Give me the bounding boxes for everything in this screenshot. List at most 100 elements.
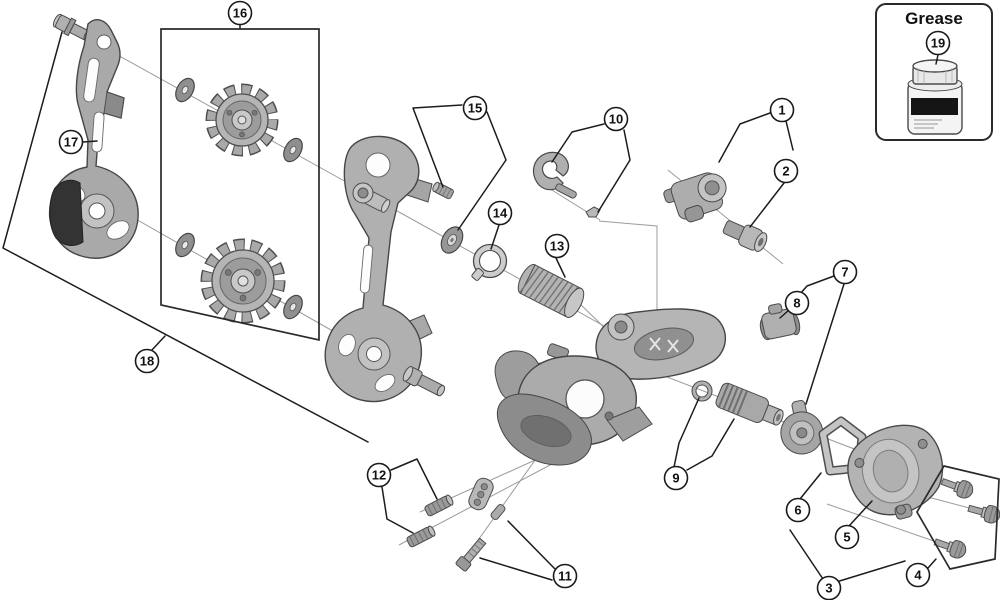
screw-set-box — [916, 465, 1000, 570]
snap-ring — [471, 243, 508, 281]
callout-18: 18 — [134, 348, 160, 374]
washer — [283, 137, 303, 163]
callout-15: 15 — [462, 95, 488, 121]
guide-pulley — [205, 83, 279, 157]
pulley-set-box — [160, 28, 320, 342]
inner-cage-plate — [324, 135, 433, 403]
callout-circle — [785, 497, 811, 523]
callout-circle — [925, 30, 951, 56]
leader-18 — [2, 31, 369, 443]
body-logo-emboss — [649, 337, 679, 353]
leader-13 — [555, 257, 566, 278]
leader-10 — [551, 123, 631, 213]
leader-5 — [848, 500, 873, 527]
cable-adjusting-barrel — [715, 382, 784, 426]
leader-step-line — [598, 220, 658, 327]
pivot-bushing-washer — [440, 226, 464, 254]
callout-circle — [366, 462, 392, 488]
cover-screw — [967, 504, 1000, 524]
cover-screw — [940, 478, 974, 499]
callout-circle — [905, 562, 931, 588]
grease-jar-icon — [907, 59, 963, 135]
callout-circle — [663, 465, 689, 491]
callout-6: 6 — [785, 497, 811, 523]
callout-circle — [773, 158, 799, 184]
switch-unit-cover — [847, 424, 944, 520]
callout-number: 4 — [914, 568, 922, 583]
callout-16: 16 — [227, 0, 253, 26]
pulley-guard — [49, 179, 84, 246]
axis-cage-pivot — [371, 196, 650, 352]
leader-15 — [412, 104, 507, 231]
grease-title: Grease — [905, 9, 963, 28]
washer — [175, 232, 195, 258]
leader-6 — [799, 472, 822, 500]
callout-circle — [769, 97, 795, 123]
washer — [175, 77, 195, 103]
callout-11: 11 — [552, 563, 578, 589]
derailleur-body — [494, 308, 726, 466]
callout-circle — [227, 0, 253, 26]
callout-circle — [552, 563, 578, 589]
leader-7 — [799, 275, 845, 405]
callout-17: 17 — [58, 129, 84, 155]
callout-number: 16 — [233, 6, 247, 21]
cable-fixing-block — [759, 303, 801, 341]
callout-number: 12 — [372, 468, 386, 483]
callout-4: 4 — [905, 562, 931, 588]
callout-1: 1 — [769, 97, 795, 123]
adjust-screw-plate — [468, 477, 494, 511]
cage-bolt-bottom — [402, 366, 446, 397]
callout-number: 18 — [140, 354, 154, 369]
leader-12 — [381, 458, 438, 534]
o-ring — [691, 380, 713, 402]
bracket-fixing-bolt — [722, 220, 768, 252]
callout-number: 8 — [793, 296, 800, 311]
leader-8 — [779, 309, 790, 319]
leader-19 — [935, 54, 939, 65]
tension-pin — [490, 504, 506, 520]
callout-8: 8 — [784, 290, 810, 316]
callout-12: 12 — [366, 462, 392, 488]
callout-number: 5 — [843, 530, 850, 545]
stroke-adjust-screw — [424, 494, 454, 517]
leader-11 — [479, 520, 556, 581]
callout-10: 10 — [603, 106, 629, 132]
leader-4 — [927, 558, 937, 569]
callout-number: 1 — [778, 103, 785, 118]
leader-17 — [82, 140, 98, 143]
callout-circle — [544, 233, 570, 259]
leader-1 — [718, 112, 794, 163]
tension-pulley — [200, 238, 286, 324]
callout-3: 3 — [816, 575, 842, 600]
callout-number: 13 — [550, 239, 564, 254]
leader-14 — [490, 224, 500, 250]
callout-number: 3 — [825, 581, 832, 596]
bracket-axle-unit — [663, 172, 727, 223]
callout-circle — [603, 106, 629, 132]
callout-circle — [58, 129, 84, 155]
callout-14: 14 — [487, 200, 513, 226]
callout-circle — [834, 524, 860, 550]
cable-clip — [585, 206, 601, 218]
callout-2: 2 — [773, 158, 799, 184]
washer — [283, 294, 303, 320]
callout-leader-lines — [2, 23, 939, 584]
callout-circle — [462, 95, 488, 121]
callout-5: 5 — [834, 524, 860, 550]
callout-13: 13 — [544, 233, 570, 259]
callout-number: 17 — [64, 135, 78, 150]
callout-number: 10 — [609, 112, 623, 127]
callout-circle — [784, 290, 810, 316]
leader-2 — [749, 182, 785, 228]
outer-cage-plate — [48, 19, 139, 259]
callout-number: 15 — [468, 101, 482, 116]
cage-stopper-pin — [432, 181, 454, 200]
callout-number: 14 — [493, 206, 508, 221]
callout-number: 19 — [931, 36, 945, 51]
callout-number: 6 — [794, 503, 801, 518]
callout-9: 9 — [663, 465, 689, 491]
leader-3 — [789, 529, 906, 584]
